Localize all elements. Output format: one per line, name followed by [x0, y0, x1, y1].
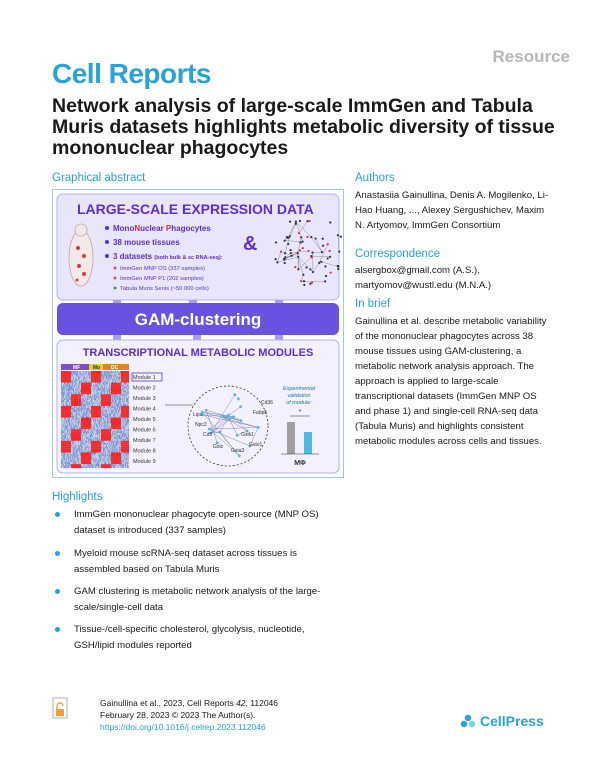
bullet3-text: 3 datasets	[113, 252, 153, 261]
ampersand: &	[243, 233, 257, 255]
dataset-1: ImmGen MNP OS (337 samples)	[120, 266, 205, 272]
dataset-2: ImmGen MNP P1 (202 samples)	[120, 276, 204, 282]
bullet-icon	[55, 589, 60, 594]
bullet2-text: 38 mouse tissues	[113, 238, 180, 247]
module-label: Module 9	[133, 459, 156, 465]
article-title: Network analysis of large-scale ImmGen a…	[52, 95, 555, 159]
graphical-abstract-figure: LARGE-SCALE EXPRESSION DATA MonoNuclear …	[56, 193, 342, 474]
svg-text:validation: validation	[287, 393, 310, 399]
highlight-item: Myeloid mouse scRNA-seq dataset across t…	[52, 546, 342, 578]
in-brief-heading: In brief	[355, 298, 391, 310]
citation-volume: 42	[236, 698, 246, 708]
network-gene-label: Gsta3	[231, 448, 245, 454]
heat-col-mo: Mo	[93, 365, 100, 371]
dataset-3: Tabula Muris Senis (~50 000 cells)	[120, 286, 209, 292]
module-label: Module 1	[133, 375, 156, 381]
open-access-icon	[52, 697, 68, 719]
citation-suffix: , 112046	[245, 698, 279, 708]
network-gene-label: Gstz	[213, 444, 224, 450]
gam-clustering-label: GAM-clustering	[135, 310, 262, 329]
journal-name[interactable]: Cell Reports	[52, 58, 211, 89]
bullet-icon	[55, 512, 60, 517]
module-label: Module 3	[133, 396, 156, 402]
validation-text-1: Experimental	[283, 386, 316, 392]
network-gene-label: Cd5	[203, 432, 212, 438]
correspondence-heading: Correspondence	[355, 248, 441, 260]
module-label: Module 5	[133, 417, 156, 423]
module-label: Module 2	[133, 386, 156, 392]
highlights-heading: Highlights	[52, 491, 103, 503]
bullet-icon	[55, 627, 60, 632]
cellpress-icon	[460, 714, 476, 728]
bar-treated	[304, 432, 312, 454]
citation-line: Gainullina et al., 2023, Cell Reports 42…	[100, 697, 278, 709]
highlight-item: ImmGen mononuclear phagocyte open-source…	[52, 507, 342, 539]
network-gene-label: Gsto1	[249, 442, 263, 448]
heat-col-mf: MF	[73, 365, 80, 371]
bullet-icon	[55, 551, 60, 556]
highlight-text: Myeloid mouse scRNA-seq dataset across t…	[74, 548, 297, 575]
bullet1-p: P	[166, 224, 172, 233]
highlight-item: GAM clustering is metabolic network anal…	[52, 584, 342, 616]
citation-prefix: Gainullina et al., 2023, Cell Reports	[100, 698, 237, 708]
metabolic-network-icon	[274, 219, 342, 287]
bullet3-small: (both bulk & sc RNA-seq):	[154, 255, 222, 261]
bullet1-rest: hagocytes	[171, 224, 211, 233]
svg-text:3 datasets (both bulk & sc RNA: 3 datasets (both bulk & sc RNA-seq):	[113, 252, 223, 261]
module-label: Module 7	[133, 438, 156, 444]
in-brief-text: Gainullina et al. describe metabolic var…	[355, 316, 547, 447]
highlight-text: Tissue-/cell-specific cholesterol, glyco…	[74, 624, 305, 651]
highlight-text: ImmGen mononuclear phagocyte open-source…	[74, 509, 319, 536]
bullet1-prefix: Mono	[113, 224, 134, 233]
module-label: Module 8	[133, 449, 156, 455]
highlight-item: Tissue-/cell-specific cholesterol, glyco…	[52, 622, 342, 654]
network-gene-label: Fabp5	[253, 410, 267, 416]
graphical-abstract: LARGE-SCALE EXPRESSION DATA MonoNuclear …	[52, 189, 344, 478]
date-line: February 28, 2023 © 2023 The Author(s).	[100, 710, 256, 720]
tmm-label: TRANSCRIPTIONAL METABOLIC MODULES	[83, 347, 314, 359]
expression-heatmap	[61, 371, 130, 469]
bar-control	[287, 422, 295, 454]
mf-label: MΦ	[294, 460, 306, 467]
network-gene-label: Cd36	[261, 400, 273, 406]
correspondence-email-2[interactable]: martyomov@wustl.edu (M.N.A.)	[355, 280, 492, 291]
highlight-text: GAM clustering is metabolic network anal…	[74, 586, 321, 613]
network-gene-label: Npc2	[195, 422, 207, 428]
network-gene-label: Lipa	[193, 412, 203, 418]
banner-top-text: LARGE-SCALE EXPRESSION DATA	[77, 201, 314, 217]
correspondence-email-1[interactable]: alsergbox@gmail.com (A.S.),	[355, 265, 480, 276]
article-category: Resource	[492, 47, 570, 66]
significance-star: *	[299, 409, 302, 416]
authors-heading: Authors	[355, 172, 395, 184]
bullet1-n: N	[134, 224, 140, 233]
graphical-abstract-heading: Graphical abstract	[52, 172, 146, 184]
authors-list: Anastasiia Gainullina, Denis A. Mogilenk…	[355, 190, 549, 231]
publisher-name: CellPress	[480, 713, 544, 729]
module-label: Module 6	[133, 428, 156, 434]
svg-text:of module:: of module:	[286, 400, 312, 406]
module-label: Module 4	[133, 407, 156, 413]
mouse-icon	[68, 223, 94, 287]
svg-text:MonoNuclear Phagocytes: MonoNuclear Phagocytes	[113, 224, 211, 233]
network-gene-label: Gstk1	[241, 432, 254, 438]
doi-link[interactable]: https://doi.org/10.1016/j.celrep.2023.11…	[100, 722, 266, 732]
bullet1-mid: uclear	[140, 224, 166, 233]
module-labels: Module 1 Module 2 Module 3 Module 4 Module 5…	[131, 372, 163, 465]
heat-col-dc: DC	[111, 365, 119, 371]
cellpress-logo[interactable]: CellPress	[460, 710, 550, 735]
